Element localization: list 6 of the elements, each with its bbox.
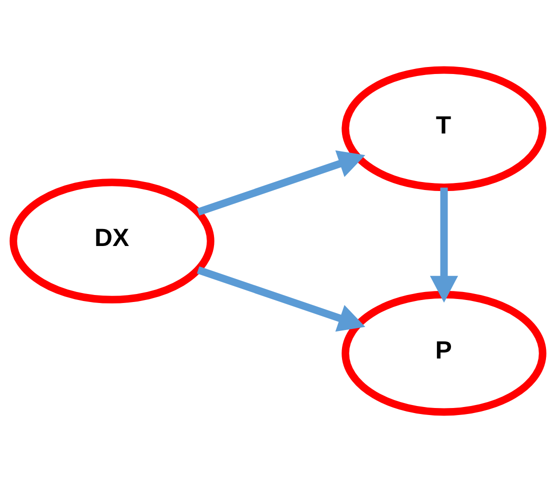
arrow bbox=[196, 266, 366, 332]
arrow bbox=[430, 188, 458, 303]
node-ellipse: T bbox=[342, 66, 546, 192]
node-ellipse: P bbox=[342, 290, 546, 416]
node-ellipse: DX bbox=[10, 178, 214, 304]
arrow bbox=[196, 150, 366, 216]
